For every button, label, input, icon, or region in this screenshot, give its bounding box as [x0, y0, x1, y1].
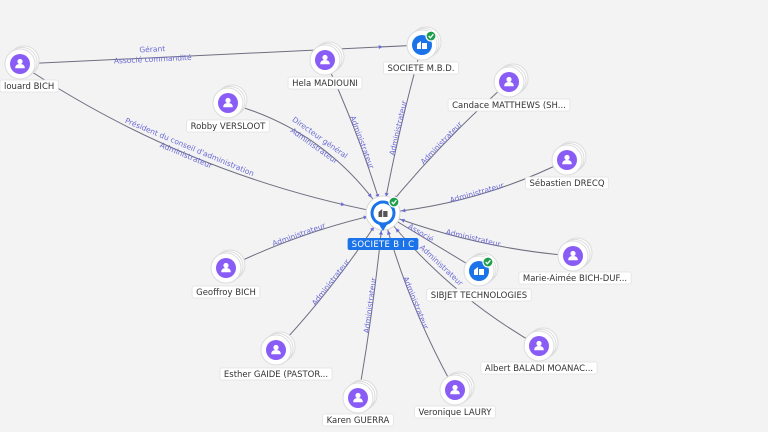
node-name: Esther GAIDE (PASTOR...	[224, 370, 328, 380]
node-label: SIBJET TECHNOLOGIES	[426, 288, 532, 302]
node-hela[interactable]: Hela MADIOUNI	[287, 41, 363, 90]
node-name: SIBJET TECHNOLOGIES	[431, 291, 527, 301]
person-icon	[223, 97, 233, 108]
edge-arrow-icon	[401, 208, 406, 213]
node-label: Candace MATTHEWS (SH...	[447, 98, 571, 112]
person-icon	[450, 384, 460, 395]
edge-arrow-icon	[370, 226, 374, 232]
person-icon	[320, 54, 330, 65]
node-robby[interactable]: Robby VERSLOOT	[186, 84, 270, 133]
node-veronique[interactable]: Veronique LAURY	[414, 371, 496, 419]
node-name: Marie-Aimée BICH-DUF...	[523, 273, 627, 284]
edge-label: Administrateur	[348, 114, 376, 170]
node-label: Hela MADIOUNI	[287, 76, 363, 90]
edge-label: Associé commandité	[114, 53, 193, 66]
node-sebastien[interactable]: Sébastien DRECQ	[525, 141, 609, 190]
center-node-label: SOCIETE B I C	[347, 238, 419, 250]
person-icon	[271, 344, 281, 355]
node-label: Robby VERSLOOT	[186, 119, 270, 133]
person-icon	[353, 392, 363, 403]
person-icon	[534, 340, 544, 351]
edge-label: Administrateur	[418, 243, 466, 288]
node-label: Karen GUERRA	[322, 413, 394, 427]
edge-line	[227, 102, 384, 214]
edge-line	[19, 44, 423, 65]
node-geoffroy[interactable]: Geoffroy BICH	[191, 249, 261, 299]
building-icon	[417, 41, 427, 49]
edge-arrow-icon	[340, 202, 345, 207]
node-name: Robby VERSLOOT	[191, 122, 267, 132]
building-icon	[378, 209, 388, 217]
edge-arrow-icon	[387, 230, 391, 235]
node-label: louard BICH	[0, 79, 59, 93]
node-name: Sébastien DRECQ	[529, 178, 604, 189]
edge-line	[382, 212, 574, 257]
node-name: louard BICH	[4, 82, 54, 92]
node-mbd[interactable]: SOCIETE M.B.D.	[383, 26, 459, 75]
node-esther[interactable]: Esther GAIDE (PASTOR...	[219, 331, 333, 381]
node-label: Marie-Aimée BICH-DUF...	[518, 271, 632, 285]
building-icon	[474, 267, 484, 275]
node-label: Geoffroy BICH	[191, 285, 261, 299]
person-icon	[568, 250, 578, 261]
edge-line	[382, 212, 540, 347]
node-albert[interactable]: Albert BALADI MOANAC...	[480, 327, 598, 375]
node-label: Albert BALADI MOANAC...	[480, 361, 598, 375]
nodes-layer: SOCIETE B I C SOCIETE M.B.D. SIBJET TECHNO…	[0, 26, 632, 427]
node-karen[interactable]: Karen GUERRA	[322, 379, 394, 427]
edge-label: Administrateur	[401, 275, 431, 331]
node-label: Veronique LAURY	[414, 405, 496, 419]
person-icon	[15, 58, 25, 69]
edge-line	[19, 63, 384, 214]
person-icon	[562, 154, 572, 165]
node-label: SOCIETE M.B.D.	[383, 61, 459, 75]
node-sibjet[interactable]: SIBJET TECHNOLOGIES	[426, 252, 532, 302]
node-candace[interactable]: Candace MATTHEWS (SH...	[447, 63, 571, 112]
edge-arrow-icon	[378, 230, 383, 235]
center-node-inner	[373, 203, 393, 223]
edge-arrow-icon	[400, 218, 405, 223]
node-name: SOCIETE B I C	[352, 240, 415, 250]
node-name: Albert BALADI MOANAC...	[485, 364, 593, 374]
edge-label: Administrateur	[362, 276, 379, 334]
edge-arrow-icon	[395, 228, 400, 233]
verified-check-icon	[388, 196, 400, 208]
node-center[interactable]: SOCIETE B I C	[347, 195, 419, 250]
verified-check-icon	[425, 30, 437, 42]
node-label: Esther GAIDE (PASTOR...	[219, 367, 333, 381]
edge-line	[382, 159, 568, 214]
node-name: Hela MADIOUNI	[292, 79, 358, 89]
person-icon	[221, 262, 231, 273]
edge-line	[275, 212, 384, 351]
edge-label: Administrateur	[387, 99, 409, 156]
edge-label: Administrateur	[271, 221, 328, 249]
edge-line	[357, 212, 384, 399]
edge-label: Administrateur	[449, 180, 506, 204]
node-name: SOCIETE M.B.D.	[388, 64, 455, 74]
node-name: Geoffroy BICH	[196, 288, 256, 298]
node-name: Veronique LAURY	[419, 408, 493, 418]
verified-check-icon	[482, 256, 494, 268]
edge-arrow-icon	[367, 193, 372, 198]
node-label: Sébastien DRECQ	[525, 176, 609, 190]
person-icon	[504, 76, 514, 87]
edge-label: Administrateur	[310, 257, 352, 307]
node-name: Karen GUERRA	[327, 416, 390, 426]
edge-arrow-icon	[378, 45, 383, 50]
node-name: Candace MATTHEWS (SH...	[452, 101, 566, 111]
edge-line	[382, 81, 510, 214]
node-bouard[interactable]: louard BICH	[0, 45, 59, 93]
node-marie[interactable]: Marie-Aimée BICH-DUF...	[518, 237, 632, 285]
edge-label: Administrateur	[445, 227, 502, 249]
edge-line	[382, 212, 456, 391]
edge-label: Gérant	[139, 44, 165, 54]
edge-label: Administrateur	[419, 119, 465, 166]
